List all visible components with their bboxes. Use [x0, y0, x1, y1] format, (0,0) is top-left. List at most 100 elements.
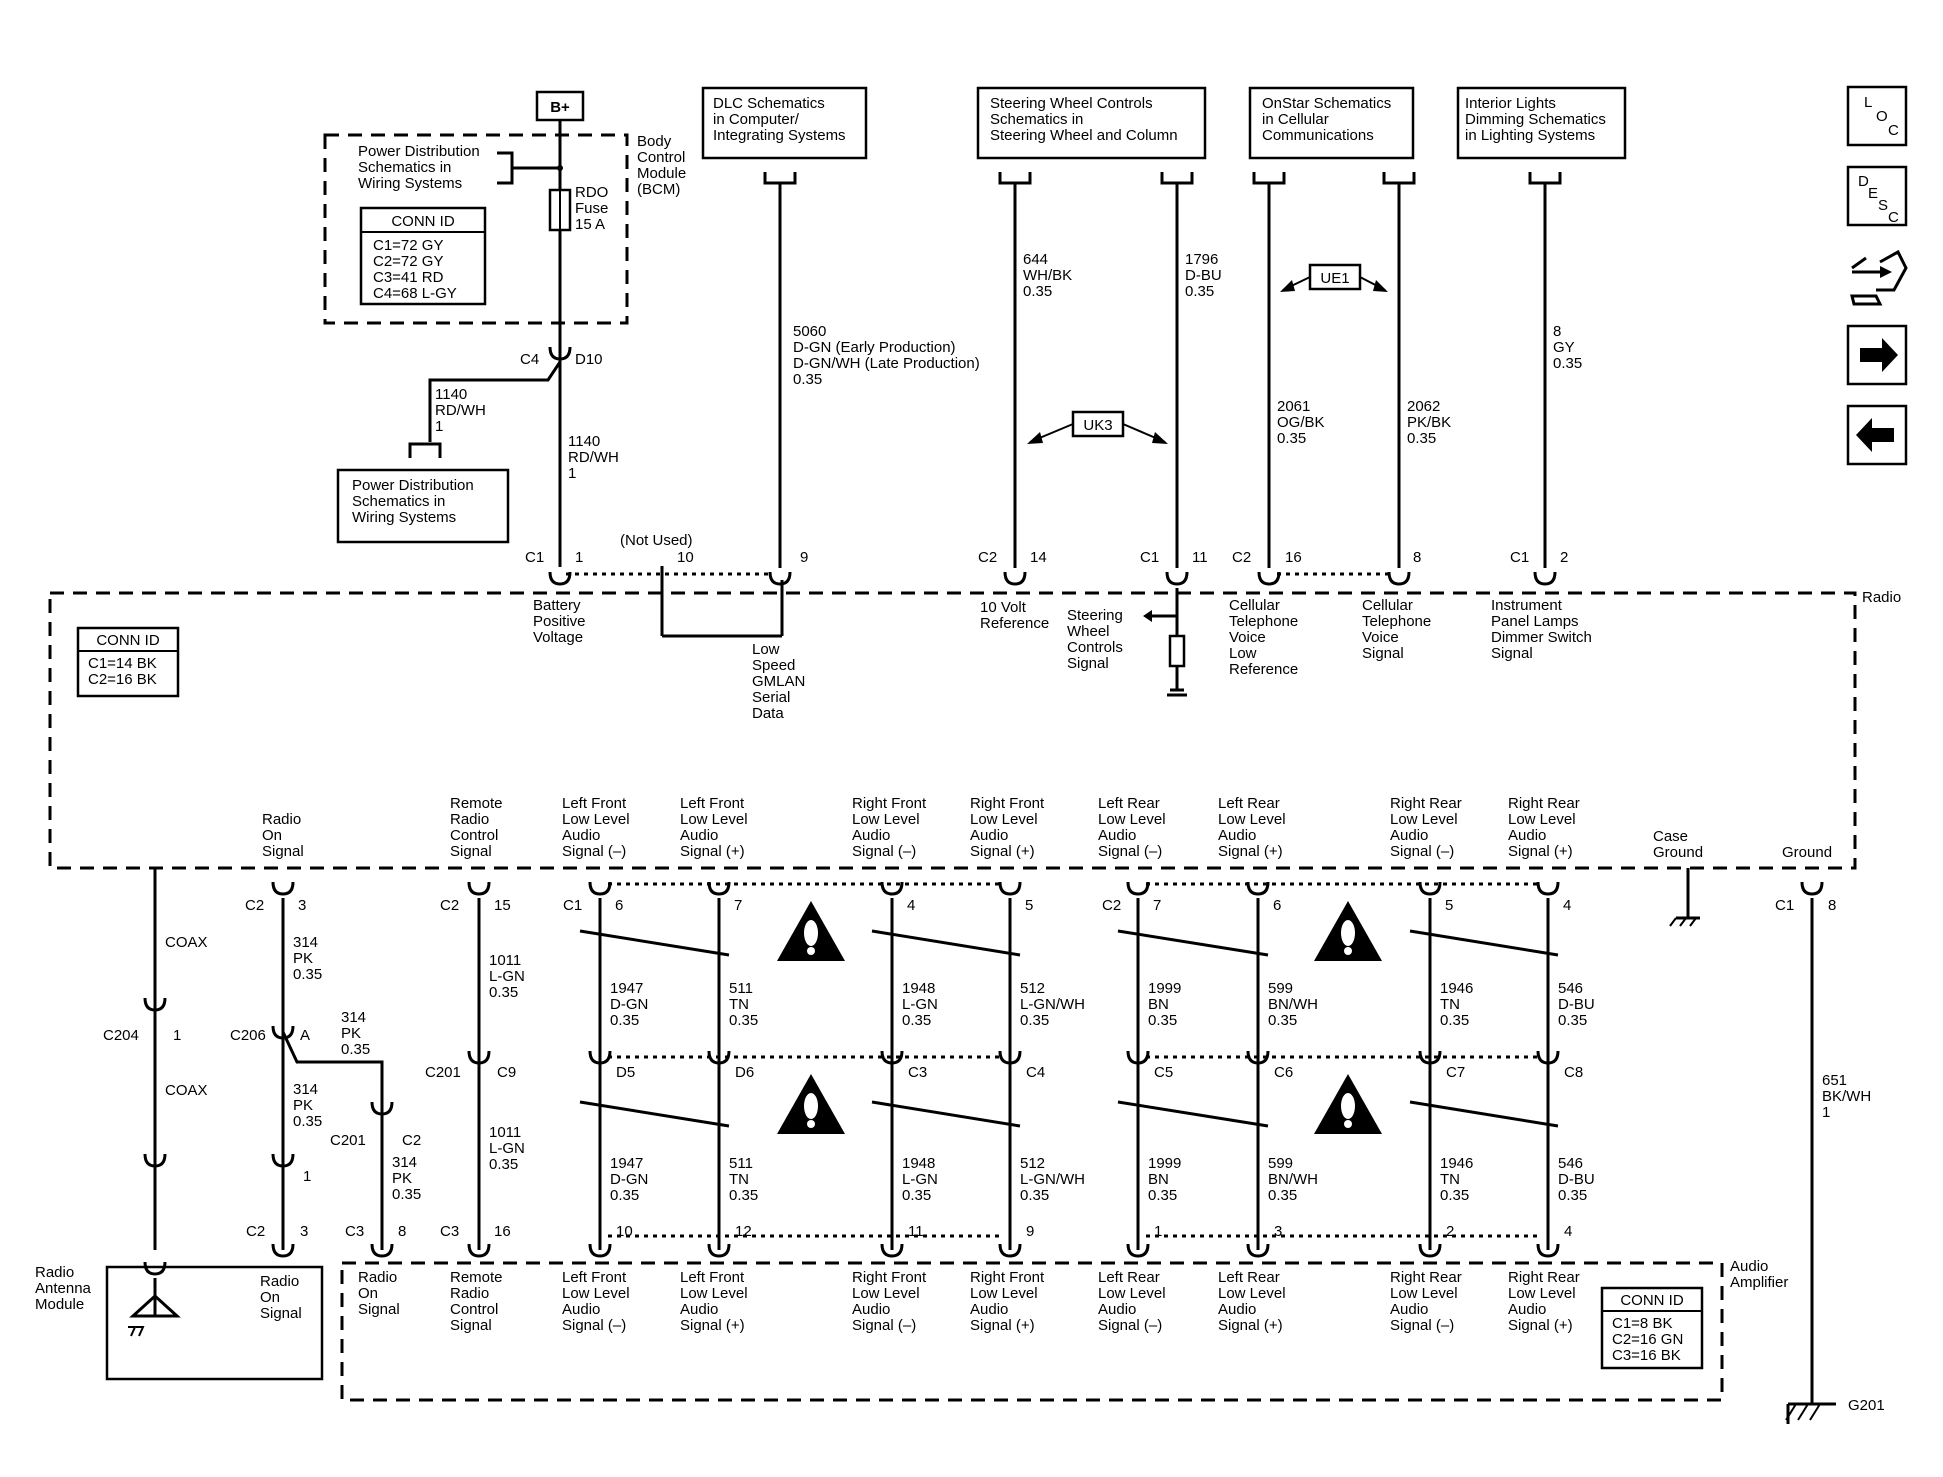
loc-letter: L: [1864, 94, 1872, 111]
twisted-pair-upper: [1117, 929, 1269, 957]
pin-label: 3: [1274, 1223, 1282, 1240]
wire-8-label: 8: [1553, 323, 1561, 340]
antenna-label: Antenna: [35, 1280, 92, 1297]
lights-bracket: [1528, 172, 1562, 185]
case-ground-label: Ground: [1653, 844, 1703, 861]
wire-651-label: 1: [1822, 1104, 1830, 1121]
audio-wire-label-upper: TN: [1440, 996, 1460, 1013]
pin-label: 7: [1153, 897, 1161, 914]
amp-lr_m-label: Left Rear: [1098, 1269, 1160, 1286]
loc-button[interactable]: [1846, 85, 1908, 147]
lights-ref-text: Dimming Schematics: [1465, 111, 1606, 128]
radio-rr_m-label: Right Rear: [1390, 795, 1462, 812]
warning-mark: [1341, 1093, 1355, 1119]
pin-label: C2: [402, 1132, 421, 1149]
radio-conn-row: C2=16 BK: [88, 671, 157, 688]
wire-651-label: BK/WH: [1822, 1088, 1871, 1105]
audio-wire-label-lower: 0.35: [1148, 1187, 1177, 1204]
c201-label: C201: [425, 1064, 461, 1081]
radio-rf_m-label: Signal (–): [852, 843, 916, 860]
amp-lf_p-label: Left Front: [680, 1269, 745, 1286]
case-ground-tick: [1689, 917, 1697, 927]
radio-top-terminal: [1165, 570, 1189, 586]
warning-dot: [807, 1120, 815, 1128]
audio-wire-label-lower: 1999: [1148, 1155, 1181, 1172]
audio-wire-label-upper: L-GN: [902, 996, 938, 1013]
swc-ref-text: Steering Wheel Controls: [990, 95, 1153, 112]
battery-label: Voltage: [533, 629, 583, 646]
battery-label: Battery: [533, 597, 581, 614]
audio-wire-label-lower: L-GN/WH: [1020, 1171, 1085, 1188]
c204-label: C204: [103, 1027, 139, 1044]
radio-rf_m-label: Low Level: [852, 811, 920, 828]
radio-remote-label: Remote: [450, 795, 503, 812]
bcm-conn-row: C2=72 GY: [373, 253, 443, 270]
amp-conn-id: [1600, 1286, 1704, 1370]
pin-label: 3: [300, 1223, 308, 1240]
amp-lf_p-label: Audio: [680, 1301, 718, 1318]
lights-ref-box: [1456, 86, 1627, 160]
amp-radio_on-label: On: [358, 1285, 378, 1302]
radio-rf_p-label: Audio: [970, 827, 1008, 844]
twisted-pair-lower: [579, 1100, 730, 1128]
d10-label: D10: [575, 351, 603, 368]
radio-lr_m-label: Left Rear: [1098, 795, 1160, 812]
radio-lf_p-label: Signal (+): [680, 843, 745, 860]
desc-button[interactable]: [1846, 165, 1908, 227]
connector-pinout-icon[interactable]: [1850, 249, 1908, 306]
pin-label: 4: [907, 897, 915, 914]
radio-rf_p-label: Signal (+): [970, 843, 1035, 860]
radio-audio-terminal: [998, 880, 1022, 896]
audio-wire-label-lower: TN: [1440, 1171, 1460, 1188]
amp-lf_m-label: Signal (–): [562, 1317, 626, 1334]
radio-lf_p-label: Audio: [680, 827, 718, 844]
radio-rr_m-label: Audio: [1390, 827, 1428, 844]
radio-audio-terminal: [1126, 880, 1150, 896]
amp-rr_p-label: Low Level: [1508, 1285, 1576, 1302]
audio-wire-label-upper: 0.35: [1558, 1012, 1587, 1029]
amp-rf_m-label: Right Front: [852, 1269, 927, 1286]
radio-radio_on-label: On: [262, 827, 282, 844]
audio-wire-label-lower: 0.35: [729, 1187, 758, 1204]
bcm-title: Control: [637, 149, 685, 166]
cell-sig-label: Signal: [1362, 645, 1404, 662]
radio-top-terminal: [1533, 570, 1557, 586]
twisted-pair-lower: [1117, 1100, 1269, 1128]
pin-label: C1: [563, 897, 582, 914]
audio-wire-label-lower: 511: [729, 1155, 753, 1172]
audio-wire-label-lower: 1947: [610, 1155, 643, 1172]
pin-label: 6: [1273, 897, 1281, 914]
audio-wire-label-lower: D-BU: [1558, 1171, 1595, 1188]
radio-remote-label: Signal: [450, 843, 492, 860]
uk3-arrowhead-right: [1152, 432, 1168, 444]
radio-lf_p-label: Low Level: [680, 811, 748, 828]
wire-314-c-label: 314: [293, 1081, 318, 1098]
desc-letter: E: [1868, 185, 1878, 202]
bcm-conn-row: C3=41 RD: [373, 269, 444, 286]
gmlan-label: Data: [752, 705, 784, 722]
pin-label: 1: [173, 1027, 181, 1044]
wire-314-c-label: PK: [293, 1097, 313, 1114]
radio-lr_m-label: Low Level: [1098, 811, 1166, 828]
wire-651-label: 651: [1822, 1072, 1847, 1089]
coax2-label: COAX: [165, 1082, 208, 1099]
audio-wire-label-upper: 0.35: [1020, 1012, 1049, 1029]
amp-rf_p-label: Signal (+): [970, 1317, 1035, 1334]
bcm-conn-row: C1=72 GY: [373, 237, 443, 254]
gmlan-label: Serial: [752, 689, 790, 706]
dlc-ref-text: Integrating Systems: [713, 127, 846, 144]
onstar-ref-box: [1248, 86, 1415, 160]
g201-label: G201: [1848, 1397, 1885, 1414]
audio-amplifier: [340, 1261, 1724, 1402]
pin-label: C2: [440, 897, 459, 914]
radio-rf_m-label: Right Front: [852, 795, 927, 812]
amp-remote-label: Radio: [450, 1285, 489, 1302]
pin-label: C2: [246, 1223, 265, 1240]
wire-1011-a-label: 1011: [489, 952, 521, 969]
arrow-left-icon: [1856, 418, 1894, 452]
radio-rr_p-label: Signal (+): [1508, 843, 1573, 860]
wire-1796-label: 1796: [1185, 251, 1218, 268]
pinout-arrow: [1880, 266, 1892, 278]
antenna-label: Module: [35, 1296, 84, 1313]
bcm-title: Module: [637, 165, 686, 182]
